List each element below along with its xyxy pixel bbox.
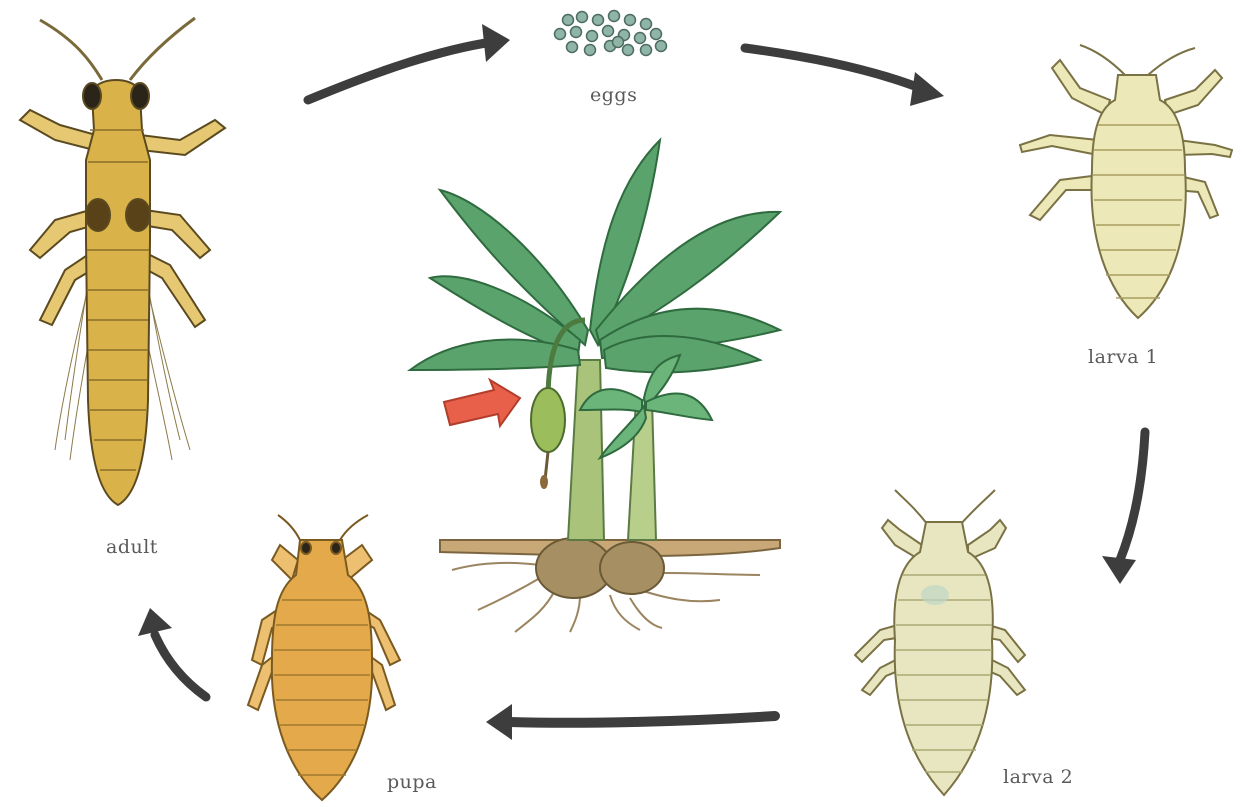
pointer-arrow-icon [444,380,520,426]
banana-plant-icon [410,140,780,632]
pupa-label: pupa [387,771,437,793]
larva-1-icon [1020,45,1232,318]
arrow-eggs-to-larva1 [745,48,925,90]
arrowhead-icon [910,72,944,106]
adult-thrips-icon [20,18,225,505]
arrowhead-icon [1102,556,1136,584]
larva-2-icon [855,490,1025,795]
arrow-adult-to-eggs [308,42,492,100]
larva-2-label: larva 2 [1003,766,1073,788]
arrow-larva2-to-pupa [510,716,775,723]
arrowhead-icon [486,704,512,740]
adult-label: adult [106,536,158,558]
pupa-icon [248,515,400,800]
arrowhead-icon [482,24,510,62]
arrowhead-icon [138,608,172,636]
eggs-label: eggs [590,84,637,106]
arrow-pupa-to-adult [155,635,206,697]
larva-1-label: larva 1 [1088,346,1158,368]
eggs-cluster [555,11,667,56]
arrow-larva1-to-larva2 [1120,432,1145,560]
